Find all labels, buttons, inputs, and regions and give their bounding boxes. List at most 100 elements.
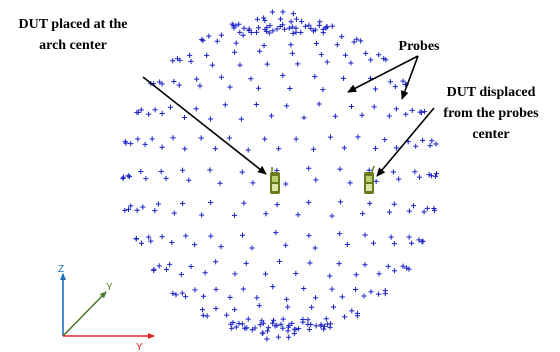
probe-marker bbox=[126, 173, 133, 180]
probe-marker bbox=[263, 211, 269, 217]
probe-marker bbox=[180, 200, 186, 207]
probe-marker bbox=[200, 312, 206, 318]
probe-marker bbox=[290, 30, 296, 37]
probe-marker bbox=[143, 176, 149, 182]
probe-marker bbox=[146, 111, 152, 117]
probe-marker bbox=[250, 180, 256, 186]
probe-marker bbox=[416, 174, 423, 180]
probe-marker bbox=[170, 290, 176, 296]
probe-marker bbox=[206, 33, 212, 39]
probe-marker bbox=[260, 330, 266, 336]
probe-marker bbox=[284, 296, 290, 302]
probe-marker bbox=[327, 134, 334, 140]
probe-marker bbox=[403, 265, 410, 271]
probe-marker bbox=[245, 147, 251, 153]
probe-marker bbox=[318, 51, 325, 58]
probe-marker bbox=[253, 101, 259, 108]
probe-marker bbox=[208, 199, 214, 206]
probe-marker bbox=[269, 9, 275, 15]
probe-marker bbox=[286, 322, 292, 328]
probe-marker bbox=[295, 61, 301, 67]
probe-marker bbox=[239, 232, 246, 238]
probe-marker bbox=[293, 270, 299, 277]
probe-marker bbox=[347, 180, 353, 186]
probe-marker bbox=[155, 201, 161, 207]
probe-marker bbox=[280, 72, 286, 79]
probe-marker bbox=[213, 259, 219, 265]
probe-marker bbox=[241, 25, 247, 31]
label-dut-displaced-line1: DUT displaced bbox=[447, 85, 536, 100]
probe-marker bbox=[406, 266, 412, 272]
probe-marker bbox=[393, 106, 399, 112]
probe-marker bbox=[313, 323, 319, 329]
probe-marker bbox=[286, 334, 292, 340]
probe-marker bbox=[138, 240, 145, 246]
probe-marker bbox=[323, 316, 329, 322]
probe-marker bbox=[400, 78, 406, 84]
probe-marker bbox=[301, 115, 307, 121]
probe-marker bbox=[266, 30, 272, 36]
probe-marker bbox=[248, 29, 254, 36]
probe-marker bbox=[227, 84, 233, 90]
probe-marker bbox=[388, 234, 394, 240]
probe-marker bbox=[431, 207, 438, 213]
probe-marker bbox=[188, 263, 194, 270]
probe-marker bbox=[324, 24, 330, 30]
probe-marker bbox=[410, 202, 417, 209]
probe-marker bbox=[371, 104, 377, 110]
probe-marker bbox=[159, 234, 165, 240]
probe-marker bbox=[264, 328, 271, 334]
probe-marker bbox=[264, 24, 270, 30]
probe-marker bbox=[125, 206, 132, 213]
probe-marker bbox=[282, 26, 288, 32]
probe-marker bbox=[287, 85, 293, 92]
probe-marker bbox=[329, 213, 335, 219]
probe-marker bbox=[362, 232, 368, 238]
arrow-to-center-dut bbox=[142, 76, 267, 175]
probe-marker bbox=[286, 25, 292, 31]
probe-marker bbox=[370, 240, 377, 246]
probe-marker bbox=[256, 303, 262, 309]
probe-marker bbox=[289, 50, 296, 57]
probe-marker bbox=[233, 40, 239, 46]
probe-marker bbox=[276, 258, 283, 264]
probe-marker bbox=[267, 22, 273, 29]
probe-marker bbox=[236, 21, 242, 27]
probe-marker bbox=[312, 27, 318, 33]
probe-marker bbox=[285, 304, 291, 310]
probe-marker bbox=[291, 330, 297, 337]
probe-marker bbox=[134, 109, 140, 116]
probe-marker bbox=[173, 292, 179, 298]
probe-marker bbox=[182, 146, 188, 152]
probe-marker bbox=[351, 39, 357, 45]
probe-marker bbox=[358, 38, 364, 44]
probe-marker bbox=[419, 239, 425, 245]
probe-marker bbox=[313, 177, 319, 183]
probe-marker bbox=[327, 324, 333, 330]
probe-marker bbox=[233, 23, 239, 29]
probe-marker bbox=[152, 207, 158, 214]
probe-marker bbox=[306, 199, 312, 205]
probe-marker bbox=[224, 312, 230, 318]
probe-marker bbox=[421, 209, 427, 215]
probe-marker bbox=[278, 321, 284, 327]
probe-marker bbox=[320, 26, 326, 32]
probe-marker bbox=[429, 138, 435, 144]
probe-marker bbox=[413, 143, 419, 149]
probe-marker bbox=[382, 291, 388, 297]
probe-marker bbox=[120, 174, 127, 180]
probe-marker bbox=[226, 135, 233, 141]
probe-marker bbox=[239, 169, 245, 175]
coordinate-axes: Z Y Y bbox=[58, 264, 155, 352]
probe-marker bbox=[120, 175, 126, 182]
probe-marker bbox=[393, 145, 399, 151]
probe-marker bbox=[262, 17, 268, 24]
label-dut-center-line2: arch center bbox=[39, 38, 107, 53]
probe-marker bbox=[353, 272, 359, 278]
probe-marker bbox=[252, 325, 258, 331]
y-axis-arrow bbox=[62, 291, 107, 337]
probe-marker bbox=[306, 22, 312, 28]
probe-marker bbox=[171, 210, 177, 216]
probe-marker bbox=[348, 60, 354, 66]
probe-marker bbox=[238, 116, 244, 122]
